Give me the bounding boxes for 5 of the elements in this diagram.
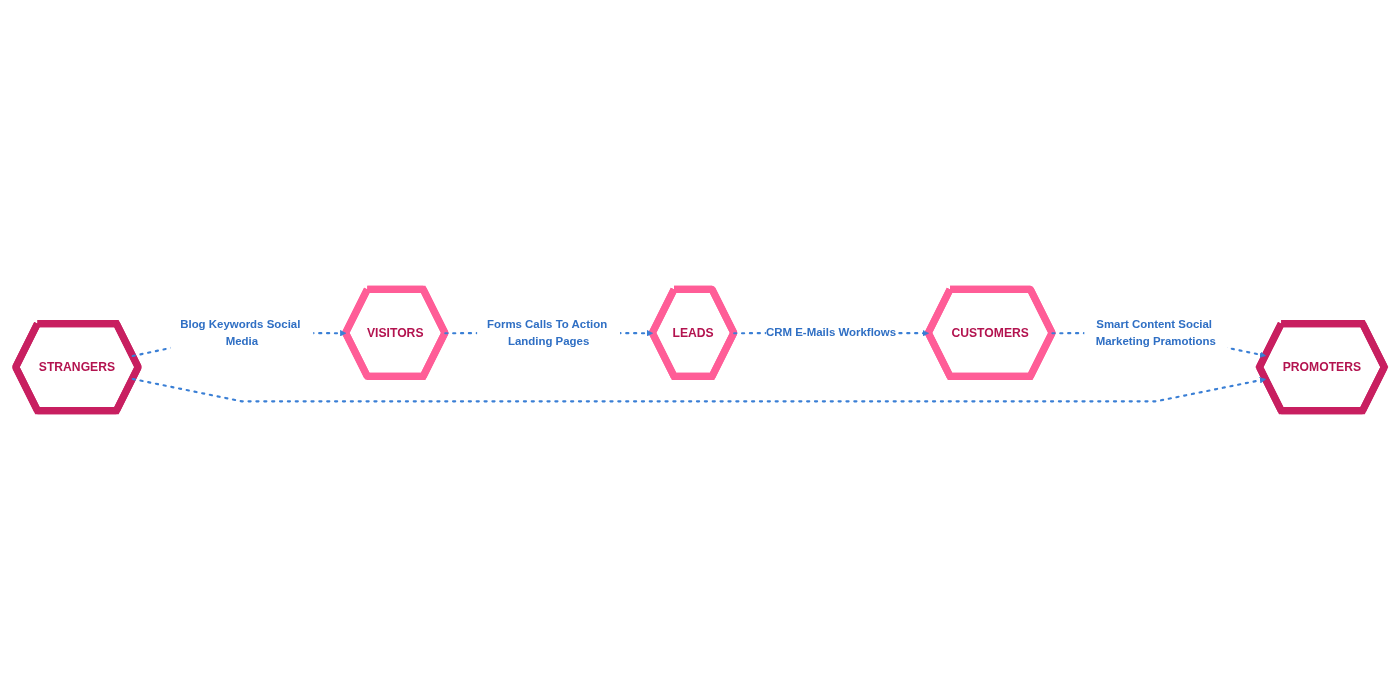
edge-label: Blog Keywords Social Media — [180, 317, 301, 348]
edge-label: Smart Content Social Marketing Pramotions — [1095, 317, 1216, 348]
edge-label: CRM E-Mails Workflows — [765, 326, 897, 339]
arrow — [131, 377, 1266, 403]
edge-label: Forms Calls To Action Landing Pages — [486, 317, 608, 348]
